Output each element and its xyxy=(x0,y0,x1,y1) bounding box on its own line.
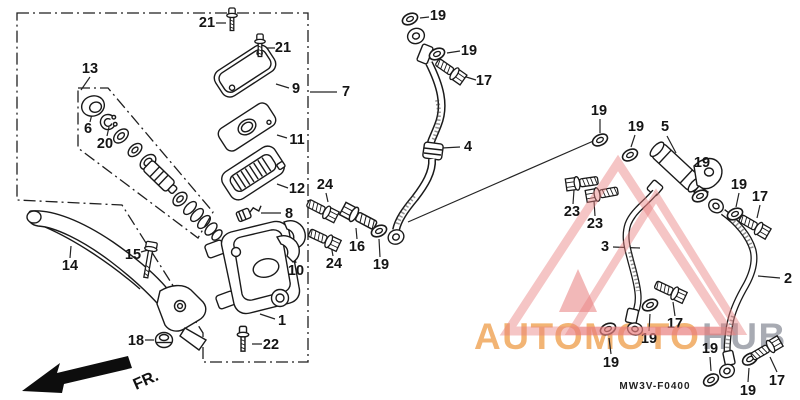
spring xyxy=(182,200,223,241)
part-label-19: 19 xyxy=(731,177,747,193)
diaphragm-12 xyxy=(221,145,286,201)
brake-hose-4 xyxy=(387,27,446,245)
brake-lever-14 xyxy=(26,210,208,351)
oil-bolt-24-a xyxy=(304,196,341,225)
part-label-19: 19 xyxy=(740,383,756,399)
part-label-19: 19 xyxy=(591,103,607,119)
part-label-15: 15 xyxy=(125,247,141,263)
screw-22 xyxy=(236,325,250,352)
part-label-16: 16 xyxy=(349,239,365,255)
washer-19 xyxy=(399,10,421,28)
front-direction-label: FR. xyxy=(131,368,161,394)
washer-19 xyxy=(700,370,722,390)
part-label-17: 17 xyxy=(769,373,785,389)
brake-hose-3 xyxy=(622,179,664,336)
washer-19 xyxy=(639,296,661,314)
flange-bolt-17 xyxy=(652,277,689,305)
watermark-triangle-solid xyxy=(559,269,597,312)
part-label-3: 3 xyxy=(601,239,609,255)
watermark-logo xyxy=(499,154,748,336)
part-label-19: 19 xyxy=(461,43,477,59)
part-label-19: 19 xyxy=(373,257,389,273)
clamp-10 xyxy=(275,220,306,263)
part-label-24: 24 xyxy=(317,177,333,193)
piston-kit xyxy=(112,128,223,241)
part-label-17: 17 xyxy=(667,316,683,332)
part-label-11: 11 xyxy=(289,132,304,148)
part-label-22: 22 xyxy=(263,337,279,353)
part-label-19: 19 xyxy=(628,119,644,135)
position-leader-line xyxy=(407,138,599,223)
part-label-12: 12 xyxy=(289,181,305,197)
cap-screw-21-a xyxy=(226,7,238,32)
leader-lines xyxy=(69,16,781,383)
switch-8 xyxy=(235,205,262,223)
piston xyxy=(143,160,178,195)
part-label-7: 7 xyxy=(342,84,350,100)
boot-6 xyxy=(80,95,106,117)
reservoir-plate-11 xyxy=(217,102,277,152)
front-arrow-icon xyxy=(22,356,132,393)
diagram-line-art: FR. 212197111213620151418122810242416194… xyxy=(16,7,792,399)
hose-junction-5 xyxy=(649,141,723,199)
watermark-text: AUTOMOTO HUB xyxy=(474,316,785,357)
piston-kit-frame xyxy=(77,87,214,239)
pivot-nut-18 xyxy=(154,331,174,349)
brake-hose-2 xyxy=(708,198,758,379)
watermark-triangle-small xyxy=(564,188,748,335)
part-label-23: 23 xyxy=(587,216,603,232)
washer-19 xyxy=(619,145,641,165)
front-direction-indicator: FR. xyxy=(22,356,161,394)
assembly-frame xyxy=(16,12,309,363)
part-label-18: 18 xyxy=(128,333,144,349)
part-label-19: 19 xyxy=(694,155,710,171)
part-label-21: 21 xyxy=(199,15,215,31)
part-label-23: 23 xyxy=(564,204,580,220)
oil-bolt-24-b xyxy=(306,225,343,253)
part-label-17: 17 xyxy=(476,73,492,89)
part-label-20: 20 xyxy=(97,136,113,152)
part-label-6: 6 xyxy=(84,121,92,137)
part-label-14: 14 xyxy=(62,258,78,274)
part-label-17: 17 xyxy=(752,189,768,205)
washer-19 xyxy=(589,130,611,150)
master-cylinder-body-1 xyxy=(204,220,301,315)
watermark-triangle-large xyxy=(499,154,737,336)
part-label-13: 13 xyxy=(82,61,98,77)
part-label-19: 19 xyxy=(641,331,657,347)
part-label-24: 24 xyxy=(326,256,342,272)
part-label-19: 19 xyxy=(702,341,718,357)
part-label-1: 1 xyxy=(278,313,286,329)
part-label-21: 21 xyxy=(275,40,291,56)
part-label-19: 19 xyxy=(430,8,446,24)
part-label-8: 8 xyxy=(285,206,293,222)
part-label-5: 5 xyxy=(661,119,669,135)
reservoir-cap-9 xyxy=(213,44,277,98)
watermark-text-primary: AUTOMOTO xyxy=(474,316,700,357)
part-label-2: 2 xyxy=(784,271,792,287)
part-label-9: 9 xyxy=(292,81,300,97)
part-label-19: 19 xyxy=(603,355,619,371)
diagram-code: MW3V-F0400 xyxy=(619,381,690,392)
part-label-4: 4 xyxy=(464,139,472,155)
part-label-10: 10 xyxy=(288,263,304,279)
circlip-20 xyxy=(99,113,118,131)
